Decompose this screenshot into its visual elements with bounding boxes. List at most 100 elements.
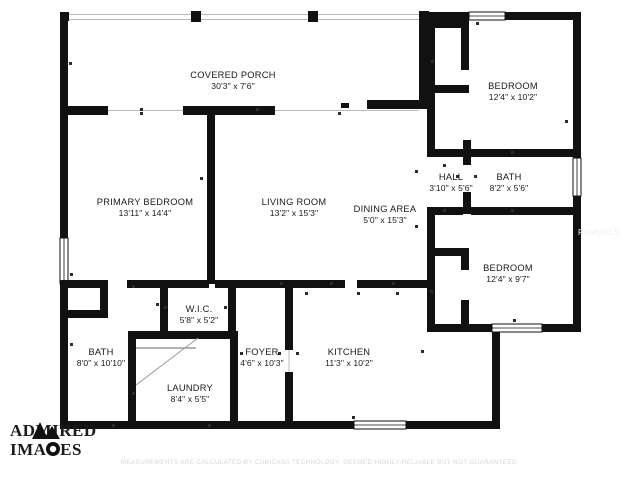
room-label-dining-area: DINING AREA: [354, 204, 417, 214]
room-label-kitchen: KITCHEN: [328, 347, 371, 357]
wall-closet-right-upper: [461, 20, 469, 70]
room-labels: COVERED PORCH 30'3" x 7'6" BEDROOM 12'4"…: [77, 70, 538, 404]
wall-hall-right-lower: [463, 192, 471, 214]
room-dim-bath-left: 8'0" x 10'10": [77, 358, 125, 368]
room-label-covered-porch: COVERED PORCH: [190, 70, 275, 80]
bath-left-tick-4: [112, 424, 115, 427]
exterior-walls: [60, 12, 581, 429]
logo-line-2: IMAGES: [10, 440, 82, 459]
room-dim-hall: 3'10" x 5'6": [429, 183, 473, 193]
bath-left-tick-2: [132, 392, 135, 395]
wall-bath-right-divider: [128, 331, 136, 429]
dining-tick-3: [415, 225, 418, 228]
bath-left-tick-1: [70, 343, 73, 346]
dining-tick-1: [392, 282, 395, 285]
foyer-tick-2: [278, 352, 281, 355]
room-label-hall: HALL: [439, 172, 463, 182]
kitchen-tick-4: [396, 292, 399, 295]
room-dim-foyer: 4'6" x 10'3": [240, 358, 284, 368]
bedroom-bottom-structure: [427, 248, 543, 333]
kitchen-tick-3: [357, 292, 360, 295]
room-dim-dining-area: 5'0" x 15'3": [363, 215, 407, 225]
wall-living-left: [207, 106, 215, 284]
wall-wic-right: [228, 280, 236, 338]
wall-laundry-right: [230, 331, 238, 429]
wall-hall-top-left: [427, 149, 463, 157]
laundry-structure: [128, 331, 238, 429]
wall-bath-bottom: [471, 207, 573, 215]
foyer-structure: [240, 288, 299, 429]
porch-tick-1: [140, 112, 143, 115]
wall-laundry-top: [128, 331, 238, 339]
bath-tick-2: [511, 151, 514, 154]
wall-dining-stub: [341, 103, 349, 108]
living-dining-structure: [207, 103, 427, 288]
wall-closet-top-left: [427, 12, 435, 117]
wall-closet-top: [427, 20, 469, 28]
living-tick-3: [256, 108, 259, 111]
living-tick-2: [330, 282, 333, 285]
bedroom-bottom-tick-1: [513, 319, 516, 322]
porch-post-left: [60, 12, 69, 21]
room-dim-wic: 5'8" x 5'2": [180, 315, 219, 325]
wall-foyer-right-upper: [285, 288, 293, 350]
porch-post-mid-2: [308, 11, 318, 22]
hall-tick-2: [456, 175, 459, 178]
room-dim-living-room: 13'2" x 15'3": [270, 208, 318, 218]
room-dim-bath-right: 8'2" x 5'6": [490, 183, 529, 193]
room-dim-primary-bedroom: 13'11" x 14'4": [119, 208, 172, 218]
wic-tick-1: [164, 306, 167, 309]
bath-tick-1: [474, 175, 477, 178]
measurement-disclaimer: MEASUREMENTS ARE CALCULATED BY CUBICASA …: [120, 459, 520, 466]
kitchen-tick-5: [421, 350, 424, 353]
kitchen-tick-1: [352, 416, 355, 419]
wall-porch-front-center: [183, 106, 275, 115]
wic-tick-3: [156, 303, 159, 306]
bath-left-structure: [60, 280, 136, 429]
bedroom-top-structure: [427, 11, 568, 123]
wall-bath-nook-right: [100, 280, 108, 318]
wall-left-exterior: [60, 12, 68, 429]
porch-tick-2: [338, 112, 341, 115]
wall-porch-right: [419, 20, 427, 109]
laundry-tick-1: [208, 424, 211, 427]
room-label-bedroom-bottom: BEDROOM: [483, 263, 533, 273]
room-dim-kitchen: 11'3" x 10'2": [325, 358, 373, 368]
bedroom-top-tick-2: [431, 60, 434, 63]
hall-bath-structure: [427, 109, 582, 332]
wall-bath-nook-bottom: [60, 310, 108, 318]
room-dim-covered-porch: 30'3" x 7'6": [211, 81, 255, 91]
room-dim-bedroom-top: 12'4" x 10'2": [489, 92, 537, 102]
bedroom-bottom-tick-2: [430, 290, 433, 293]
room-dim-laundry: 8'4" x 5'5": [171, 394, 210, 404]
wall-closet-bottom-top: [427, 248, 469, 256]
primary-tick-1: [70, 273, 73, 276]
kitchen-tick-2: [305, 292, 308, 295]
wall-bottom-exterior: [60, 421, 500, 429]
wall-closet-bottom-right-l: [461, 300, 469, 324]
primary-tick-3: [200, 177, 203, 180]
living-tick-1: [280, 282, 283, 285]
room-label-living-room: LIVING ROOM: [262, 197, 327, 207]
wall-right-return: [492, 324, 500, 429]
room-label-foyer: FOYER: [245, 347, 278, 357]
wall-primary-bottom-left: [60, 280, 108, 288]
wic-tick-2: [224, 306, 227, 309]
porch-tick-3: [69, 62, 72, 65]
foyer-tick-1: [240, 352, 243, 355]
room-label-bedroom-top: BEDROOM: [488, 81, 538, 91]
bath-tick-3: [511, 209, 514, 212]
primary-tick-2: [140, 108, 143, 111]
room-label-bath-right: BATH: [496, 172, 521, 182]
bedroom-top-tick-1: [476, 22, 479, 25]
wall-porch-front-right: [367, 100, 427, 109]
brand-logo: ADMIRED IMAGES: [10, 422, 140, 458]
wall-bath-top: [471, 149, 573, 157]
porch-post-right: [419, 11, 429, 22]
room-label-laundry: LAUNDRY: [167, 383, 213, 393]
bath-left-tick-3: [132, 285, 135, 288]
wall-closet-bottom-right-u: [461, 248, 469, 270]
wall-bath-left-nook-v: [60, 280, 68, 335]
